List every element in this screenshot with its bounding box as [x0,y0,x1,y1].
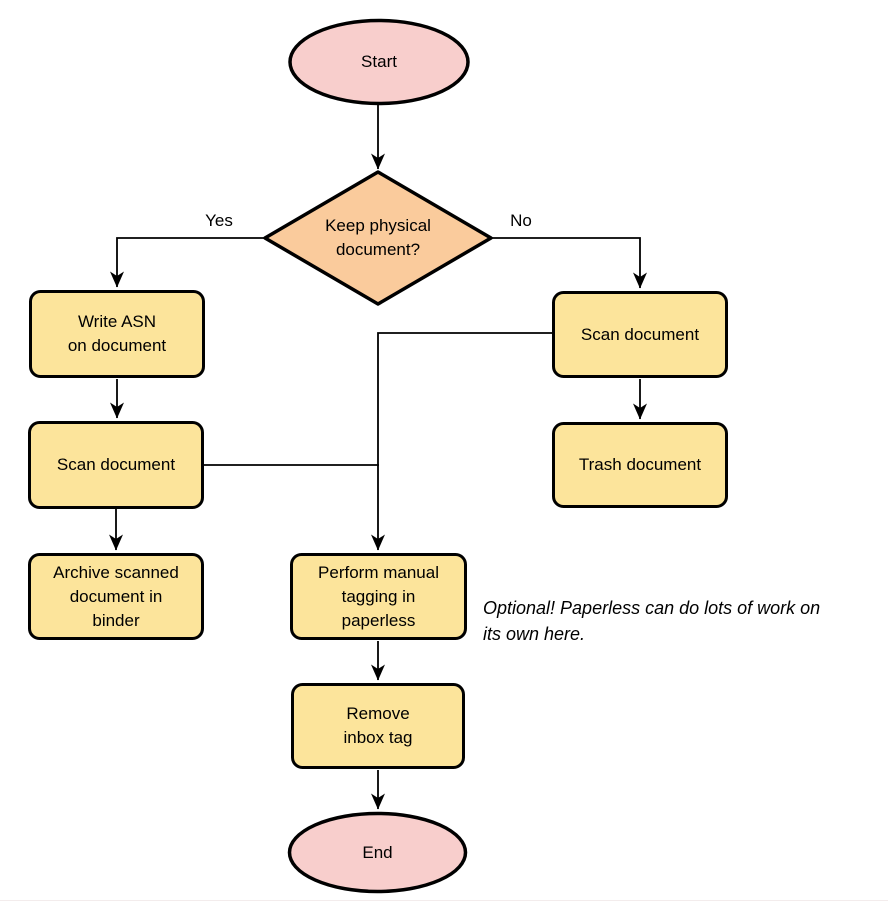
remove-inbox-label: Remove inbox tag [343,704,413,747]
archive-shape [28,553,204,640]
remove-inbox-shape [291,683,465,769]
scan-right-shape [552,291,728,378]
edge-scan-right-to-tagging [371,332,552,551]
tagging-label: Perform manual tagging in paperless [318,562,439,630]
tagging-shape [290,553,467,640]
end-terminal-shape [287,811,468,894]
decision-label: Keep physical document? [325,216,431,259]
edge-decision-no-to-scan-right [491,237,647,289]
trash-shape [552,422,728,508]
write-asn-label: Write ASN on document [67,312,167,355]
no-edge-label: No [510,211,532,230]
end-label: End [362,842,393,862]
scan-left-label: Scan document [56,455,176,474]
edge-decision-yes-to-write-asn [110,237,265,288]
write-asn-shape [29,290,205,378]
start-terminal-shape [288,18,470,106]
scan-left-shape [28,421,204,509]
archive-label: Archive scanned document in binder [53,562,179,630]
trash-label: Trash document [578,455,702,474]
optional-annotation: Optional! Paperless can do lots of work … [483,598,821,644]
scan-right-label: Scan document [580,324,700,344]
page-bottom-edge-line [0,900,888,901]
yes-edge-label: Yes [205,211,233,230]
start-label: Start [361,52,397,71]
decision-diamond-shape [263,170,493,306]
